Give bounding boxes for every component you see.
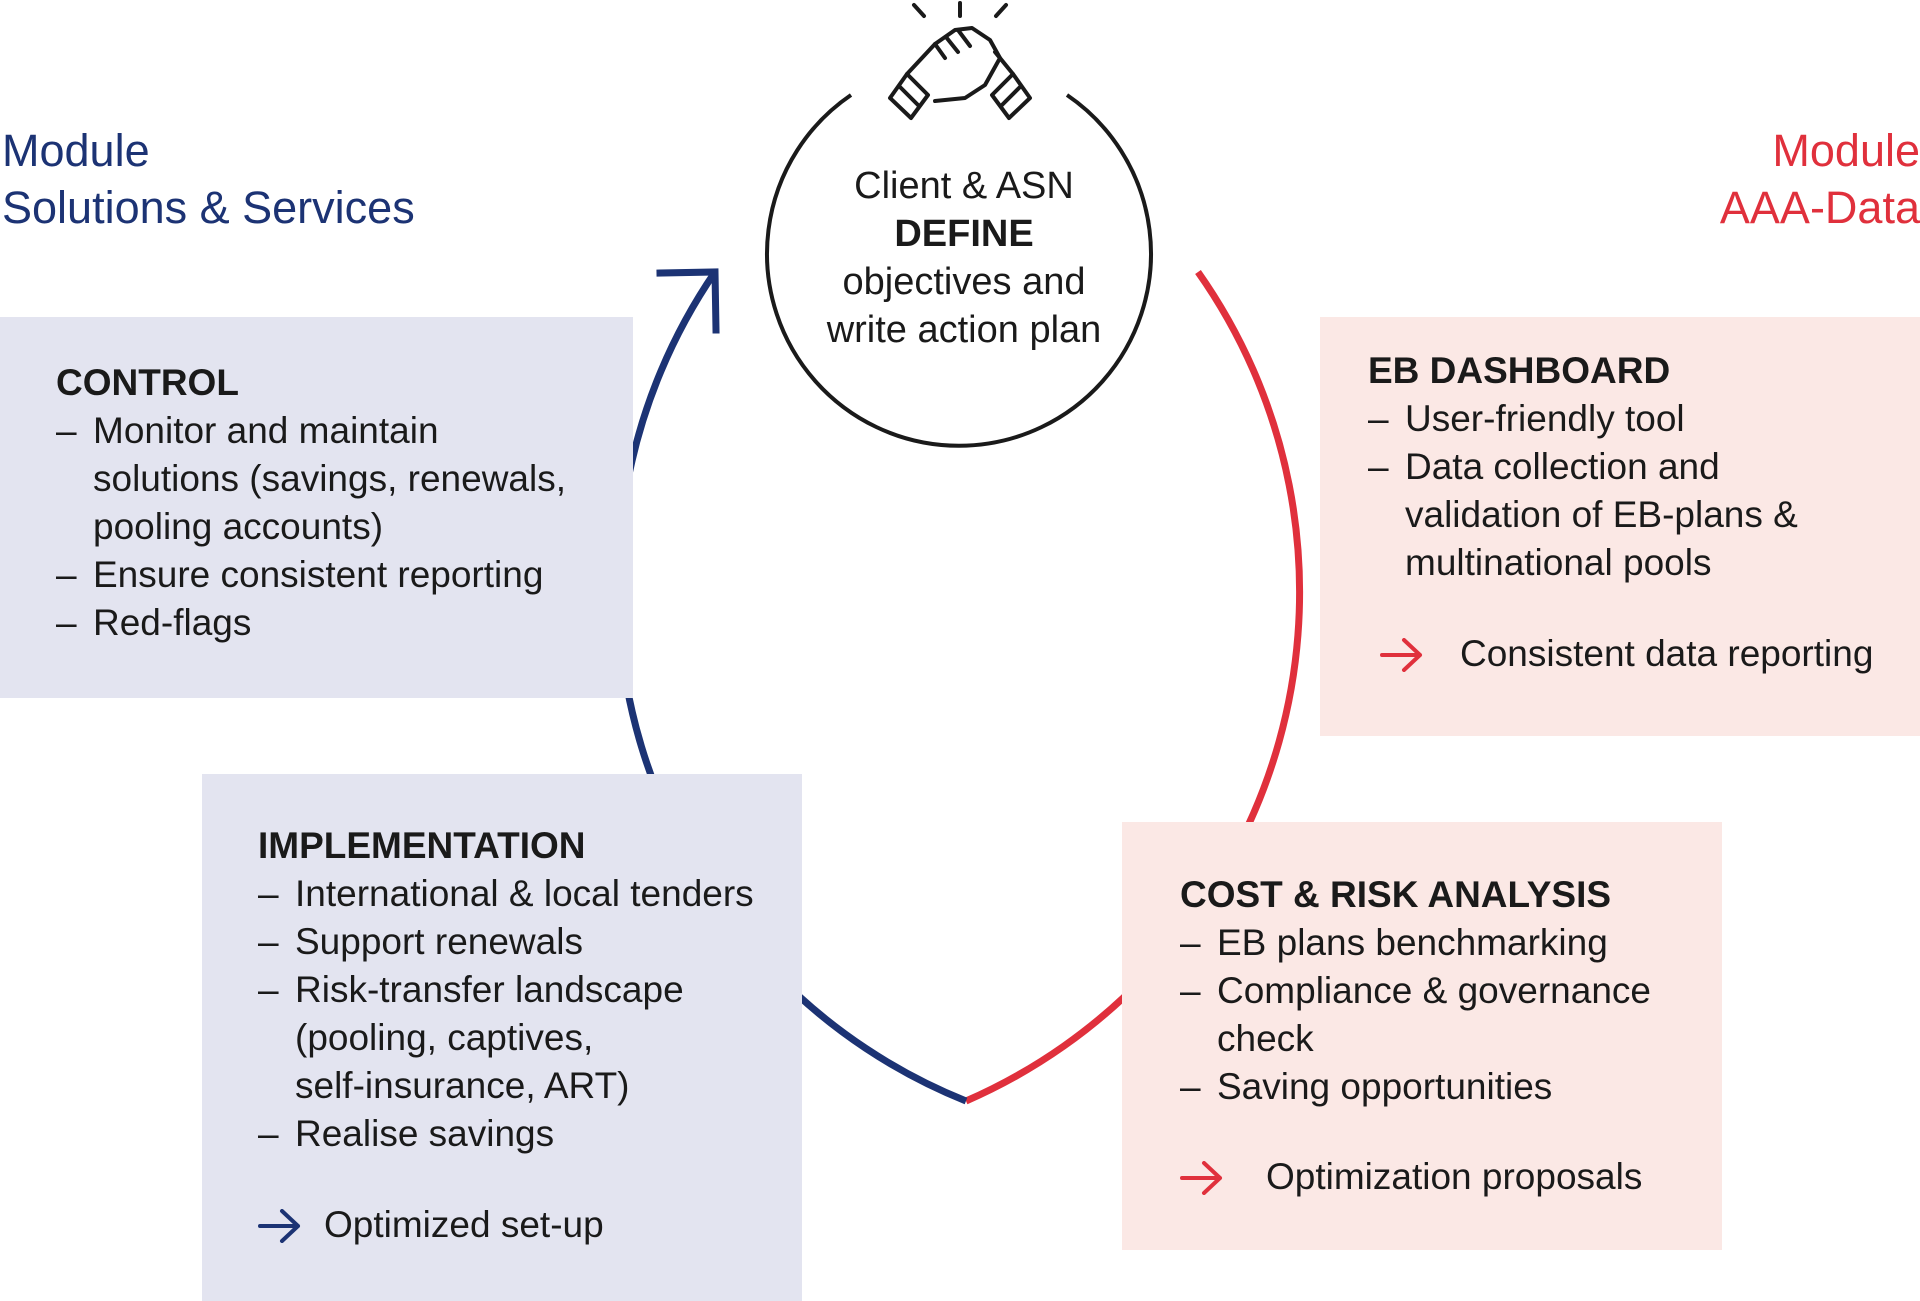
arrow-right-icon	[1380, 638, 1422, 672]
outcome-line: Optimization proposals	[1180, 1153, 1722, 1201]
blue-cycle-arc	[614, 270, 968, 1105]
list-item: –Realise savings	[258, 1110, 802, 1158]
list-item-continuation: pooling accounts)	[93, 506, 384, 547]
list-item: –Compliance & governance	[1180, 967, 1722, 1015]
outcome-text: Consistent data reporting	[1460, 633, 1874, 674]
card-item-list: –Monitor and maintain solutions (savings…	[56, 407, 633, 647]
list-item-continuation: validation of EB-plans &	[1405, 494, 1798, 535]
cycle-arrow-head-icon	[656, 268, 720, 334]
dash-bullet: –	[258, 921, 279, 962]
center-line-client: Client & ASN	[854, 165, 1074, 207]
center-line-action-plan: write action plan	[826, 309, 1102, 351]
outcome-text: Optimized set-up	[324, 1204, 604, 1245]
outcome-line: Consistent data reporting	[1380, 630, 1920, 678]
outcome-text: Optimization proposals	[1266, 1156, 1643, 1197]
dash-bullet: –	[56, 554, 77, 595]
list-item: –Monitor and maintain	[56, 407, 633, 455]
module-label: Module	[2, 125, 150, 176]
implementation-card: IMPLEMENTATION –International & local te…	[202, 774, 802, 1301]
list-item: –International & local tenders	[258, 870, 802, 918]
list-item-continuation: solutions (savings, renewals,	[93, 458, 566, 499]
red-cycle-arc	[964, 269, 1304, 1105]
center-line-objectives: objectives and	[842, 261, 1086, 303]
list-item: –User-friendly tool	[1368, 395, 1920, 443]
center-circle	[765, 93, 1153, 448]
module-name: AAA-Data	[1719, 182, 1920, 233]
list-item: –Support renewals	[258, 918, 802, 966]
outcome-line: Optimized set-up	[258, 1201, 802, 1249]
list-item: –Ensure consistent reporting	[56, 551, 633, 599]
card-item-list: –User-friendly tool –Data collection and…	[1368, 395, 1920, 587]
eb-dashboard-card: EB DASHBOARD –User-friendly tool –Data c…	[1320, 317, 1920, 736]
module-name: Solutions & Services	[2, 182, 415, 233]
card-title: IMPLEMENTATION	[258, 825, 586, 866]
center-define-text: Client & ASN DEFINE objectives and write…	[770, 162, 1158, 354]
list-item-continuation: multinational pools	[1405, 542, 1712, 583]
cost-risk-analysis-card: COST & RISK ANALYSIS –EB plans benchmark…	[1122, 822, 1722, 1250]
card-title: CONTROL	[56, 362, 239, 403]
list-item: –Saving opportunities	[1180, 1063, 1722, 1111]
dash-bullet: –	[258, 969, 279, 1010]
control-card: CONTROL –Monitor and maintain solutions …	[0, 317, 633, 698]
module-label: Module	[1772, 125, 1920, 176]
center-line-define: DEFINE	[894, 213, 1034, 255]
dash-bullet: –	[258, 873, 279, 914]
list-item: –Red-flags	[56, 599, 633, 647]
dash-bullet: –	[1180, 922, 1201, 963]
module-solutions-services-title: Module Solutions & Services	[2, 122, 415, 236]
list-item-continuation: check	[1217, 1018, 1314, 1059]
dash-bullet: –	[1368, 446, 1389, 487]
list-item: –EB plans benchmarking	[1180, 919, 1722, 967]
dash-bullet: –	[258, 1113, 279, 1154]
card-item-list: –International & local tenders –Support …	[258, 870, 802, 1158]
arrow-right-icon	[258, 1209, 300, 1243]
card-title: EB DASHBOARD	[1368, 350, 1671, 391]
card-title: COST & RISK ANALYSIS	[1180, 874, 1612, 915]
dash-bullet: –	[56, 410, 77, 451]
module-aaa-data-title: Module AAA-Data	[1720, 122, 1920, 236]
list-item: –Data collection and	[1368, 443, 1920, 491]
dash-bullet: –	[1180, 970, 1201, 1011]
dash-bullet: –	[1368, 398, 1389, 439]
list-item-continuation: (pooling, captives,	[295, 1017, 594, 1058]
handshake-icon	[888, 1, 1032, 120]
dash-bullet: –	[1180, 1066, 1201, 1107]
card-item-list: –EB plans benchmarking –Compliance & gov…	[1180, 919, 1722, 1111]
list-item-continuation: self-insurance, ART)	[295, 1065, 630, 1106]
dash-bullet: –	[56, 602, 77, 643]
list-item: –Risk-transfer landscape	[258, 966, 802, 1014]
arrow-right-icon	[1180, 1161, 1222, 1195]
